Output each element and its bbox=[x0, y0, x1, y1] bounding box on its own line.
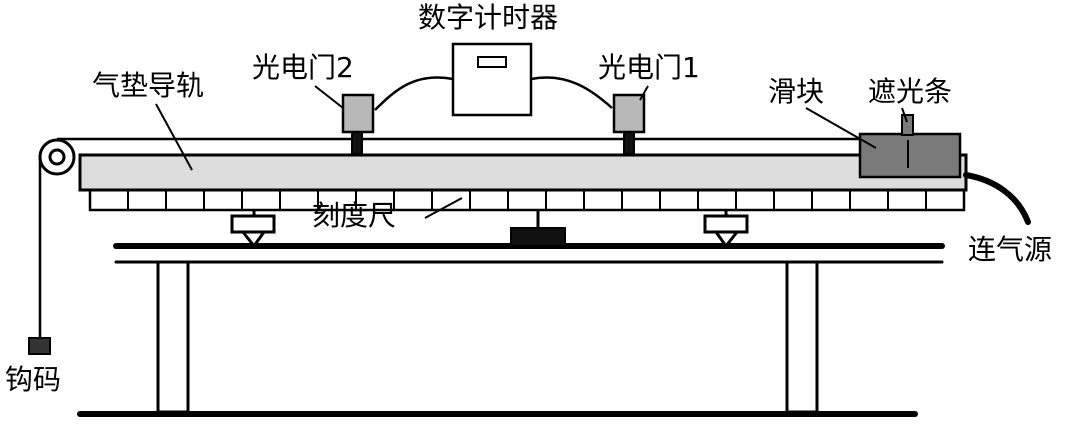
digital-timer bbox=[451, 42, 533, 117]
leader-gate2 bbox=[314, 85, 344, 109]
label-air-track: 气垫导轨 bbox=[92, 69, 205, 102]
label-slider: 滑块 bbox=[768, 75, 825, 108]
adjusting-foot-left bbox=[230, 210, 276, 249]
ruler bbox=[88, 188, 966, 212]
leader-ruler bbox=[424, 197, 463, 219]
hook-weight bbox=[28, 337, 51, 355]
photogate-2 bbox=[341, 93, 375, 134]
air-hose bbox=[963, 172, 1031, 225]
label-hook-weight: 钩码 bbox=[5, 363, 62, 396]
leader-rail bbox=[155, 103, 193, 171]
leader-shade bbox=[901, 107, 908, 123]
slider-block bbox=[858, 132, 962, 179]
shading-strip bbox=[901, 114, 914, 136]
cable-gate1 bbox=[530, 76, 613, 109]
label-timer: 数字计时器 bbox=[418, 1, 559, 34]
timer-display bbox=[477, 56, 507, 68]
label-photogate-1: 光电门1 bbox=[598, 51, 700, 84]
photogate-2-mount bbox=[351, 131, 363, 155]
leader-gate1 bbox=[639, 85, 649, 101]
photogate-1-mount bbox=[623, 131, 635, 155]
label-photogate-2: 光电门2 bbox=[252, 51, 354, 84]
center-support-block bbox=[510, 227, 566, 247]
table-leg-left bbox=[156, 260, 190, 414]
label-shading-strip: 遮光条 bbox=[868, 75, 953, 108]
cable-gate2 bbox=[374, 76, 454, 111]
pulley-axle bbox=[48, 148, 66, 166]
leader-slider bbox=[805, 107, 877, 149]
ruler-ticks bbox=[127, 190, 927, 210]
label-air-source: 连气源 bbox=[968, 233, 1053, 266]
label-ruler: 刻度尺 bbox=[312, 199, 397, 232]
air-track-rail bbox=[78, 153, 968, 192]
table-leg-right bbox=[785, 260, 819, 414]
adjusting-foot-right bbox=[703, 210, 749, 249]
photogate-1 bbox=[612, 93, 646, 134]
